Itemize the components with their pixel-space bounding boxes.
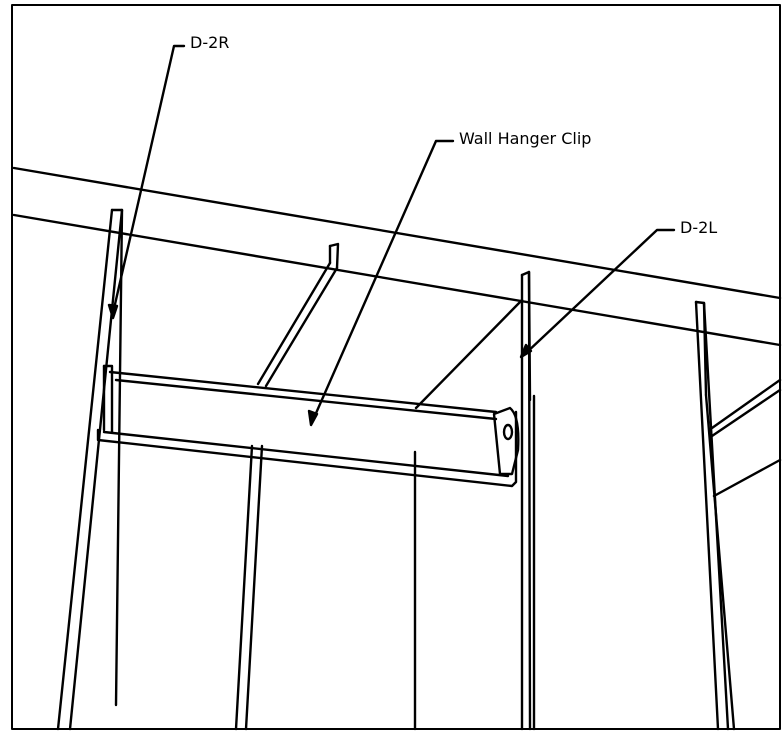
drawing-border <box>11 4 781 730</box>
brace-channel <box>256 242 340 388</box>
wall-bottom-edge-line <box>12 213 782 347</box>
wall-top-edge-line <box>12 166 782 300</box>
stud-d2r <box>56 208 124 731</box>
callout-label-d2l: D-2L <box>680 218 718 237</box>
stud-d2l <box>520 270 536 731</box>
callout-label-wall-hanger-clip: Wall Hanger Clip <box>459 129 592 148</box>
leader-wall-hanger-clip <box>307 139 455 427</box>
leader-d2l <box>519 228 676 359</box>
stud-right <box>694 300 736 731</box>
wall-hanger-clip-shape <box>96 298 524 488</box>
right-cross-members <box>710 378 782 498</box>
lower-stud <box>234 444 264 731</box>
leader-d2r <box>107 44 186 320</box>
callout-label-d2r: D-2R <box>190 33 230 52</box>
